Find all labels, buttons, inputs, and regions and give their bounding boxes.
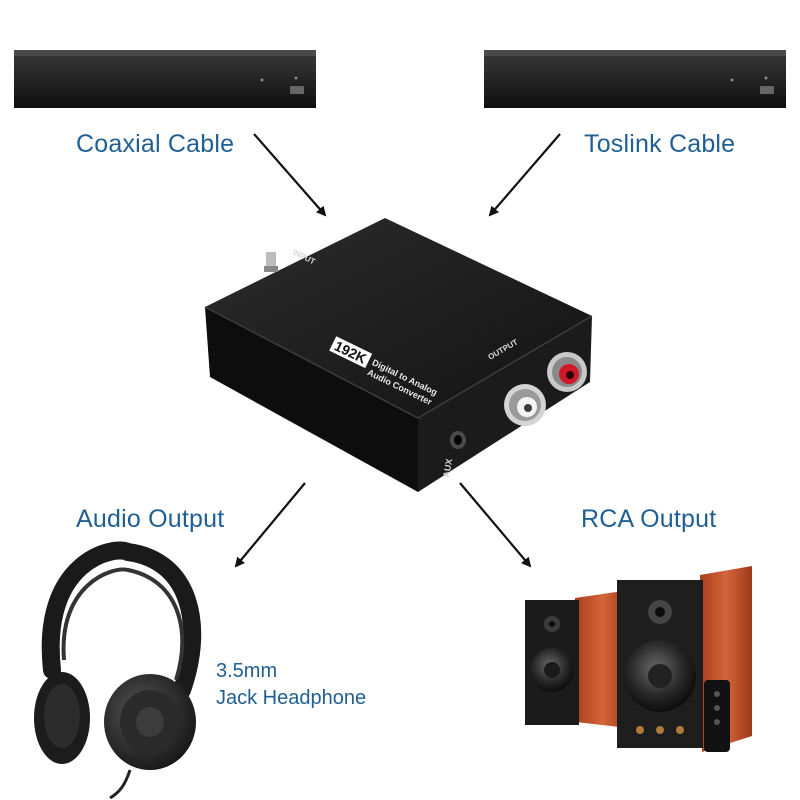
headphones (34, 541, 202, 800)
headphone-type-text: Jack Headphone (216, 687, 367, 709)
coaxial-cable-label: Coaxial Cable (76, 130, 235, 158)
arrow-toslink-to-converter (488, 133, 561, 217)
rca-output-label: RCA Output (581, 505, 717, 533)
headphone-size-text: 3.5mm (216, 660, 278, 682)
coaxial-input-jack (264, 252, 278, 272)
rca-right-red-jack (547, 352, 587, 392)
aux-port-label: AUX (441, 458, 454, 478)
aux-jack (450, 431, 466, 449)
audio-output-label: Audio Output (76, 505, 225, 533)
toslink-cable-label: Toslink Cable (584, 130, 736, 158)
arrow-converter-to-headphone (234, 482, 306, 568)
toslink-source-player (484, 50, 786, 108)
dac-converter-box: INPUT 192K Digital to Analog Audio Conve… (204, 218, 593, 492)
rca-left-white-jack (504, 384, 546, 426)
speaker-remote (704, 680, 730, 752)
arrow-converter-to-speakers (459, 482, 532, 568)
coaxial-source-player (14, 50, 316, 108)
sample-rate-badge (329, 336, 373, 369)
bookshelf-speakers (525, 566, 752, 752)
headphone-note: 3.5mm Jack Headphone (216, 658, 366, 712)
arrow-coaxial-to-converter (253, 133, 327, 217)
